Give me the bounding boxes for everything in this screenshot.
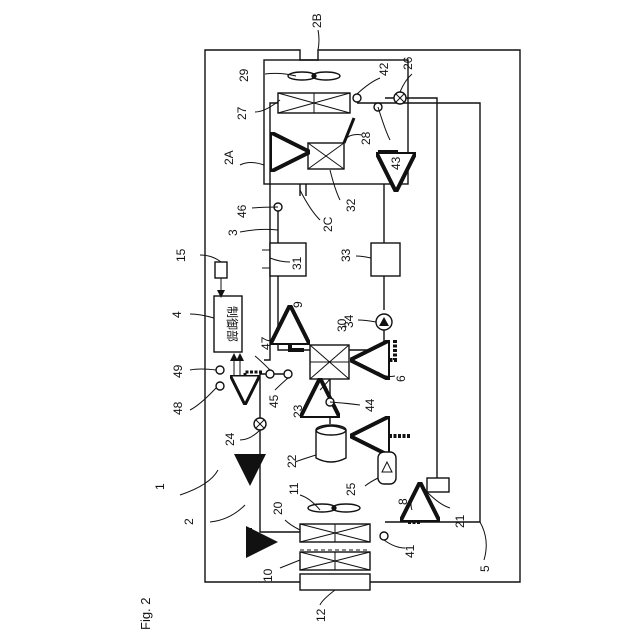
label-27: 27 <box>235 106 249 120</box>
label-33: 33 <box>339 248 353 262</box>
figure-label: Fig. 2 <box>138 597 153 630</box>
label-48: 48 <box>171 401 185 415</box>
heat-exchanger-10 <box>300 552 370 570</box>
heat-exchanger-27 <box>278 93 350 113</box>
controller-label: 制御部 <box>225 306 240 342</box>
label-23: 23 <box>291 404 305 418</box>
component-33 <box>371 243 400 276</box>
heat-exchanger-30 <box>310 345 349 379</box>
label-31: 31 <box>290 256 304 270</box>
component-21 <box>427 478 449 492</box>
label-8: 8 <box>396 498 410 505</box>
label-9: 9 <box>291 301 305 308</box>
label-49: 49 <box>171 364 185 378</box>
drain-2c <box>300 184 306 196</box>
label-25: 25 <box>344 482 358 496</box>
label-6: 6 <box>394 375 408 382</box>
label-2c: 2C <box>321 216 335 232</box>
sensor-48 <box>216 382 224 390</box>
label-2b: 2B <box>310 13 324 28</box>
expansion-valve-26-icon <box>394 92 406 104</box>
label-11: 11 <box>287 482 301 495</box>
label-2a: 2A <box>222 150 236 165</box>
secondary-circuit-left <box>278 207 310 350</box>
label-3: 3 <box>226 229 240 236</box>
label-21: 21 <box>453 514 467 528</box>
label-22: 22 <box>285 454 299 468</box>
sensor-49 <box>216 366 224 374</box>
label-29: 29 <box>237 68 251 82</box>
label-32: 32 <box>344 198 358 212</box>
housing-outline <box>205 50 520 582</box>
heat-exchanger-32 <box>308 143 344 169</box>
label-44: 44 <box>363 398 377 412</box>
label-26: 26 <box>401 56 415 70</box>
sensor-47 <box>266 370 274 378</box>
label-43: 43 <box>389 156 403 170</box>
label-42: 42 <box>377 62 391 76</box>
refrigerant-line-inner <box>385 98 437 478</box>
component-12 <box>300 574 370 590</box>
sensor-41 <box>380 532 388 540</box>
refrigerant-line-left <box>264 103 278 360</box>
label-45: 45 <box>267 394 281 408</box>
flow-arrow-9 <box>290 325 304 350</box>
label-47: 47 <box>259 336 273 350</box>
label-10: 10 <box>261 568 275 582</box>
refrigerant-line-main <box>357 103 480 522</box>
label-12: 12 <box>314 608 328 622</box>
sensor-45 <box>284 370 292 378</box>
expansion-valve-24-icon <box>254 418 266 430</box>
airflow-arrow-in <box>274 152 290 170</box>
label-28: 28 <box>359 131 373 145</box>
label-41: 41 <box>403 544 417 558</box>
sensor-42 <box>353 94 361 102</box>
label-5: 5 <box>478 565 492 572</box>
label-4: 4 <box>170 311 184 318</box>
label-2: 2 <box>182 518 196 525</box>
compressor-22 <box>316 425 346 462</box>
label-20: 20 <box>271 501 285 515</box>
label-24: 24 <box>223 432 237 446</box>
label-34: 34 <box>342 314 356 328</box>
pump-34-icon <box>376 314 392 330</box>
sensor-15 <box>215 262 227 278</box>
receiver-25 <box>378 452 396 484</box>
heat-exchanger-20 <box>300 524 370 542</box>
label-46: 46 <box>235 204 249 218</box>
label-15: 15 <box>174 248 188 262</box>
label-1: 1 <box>153 483 167 490</box>
